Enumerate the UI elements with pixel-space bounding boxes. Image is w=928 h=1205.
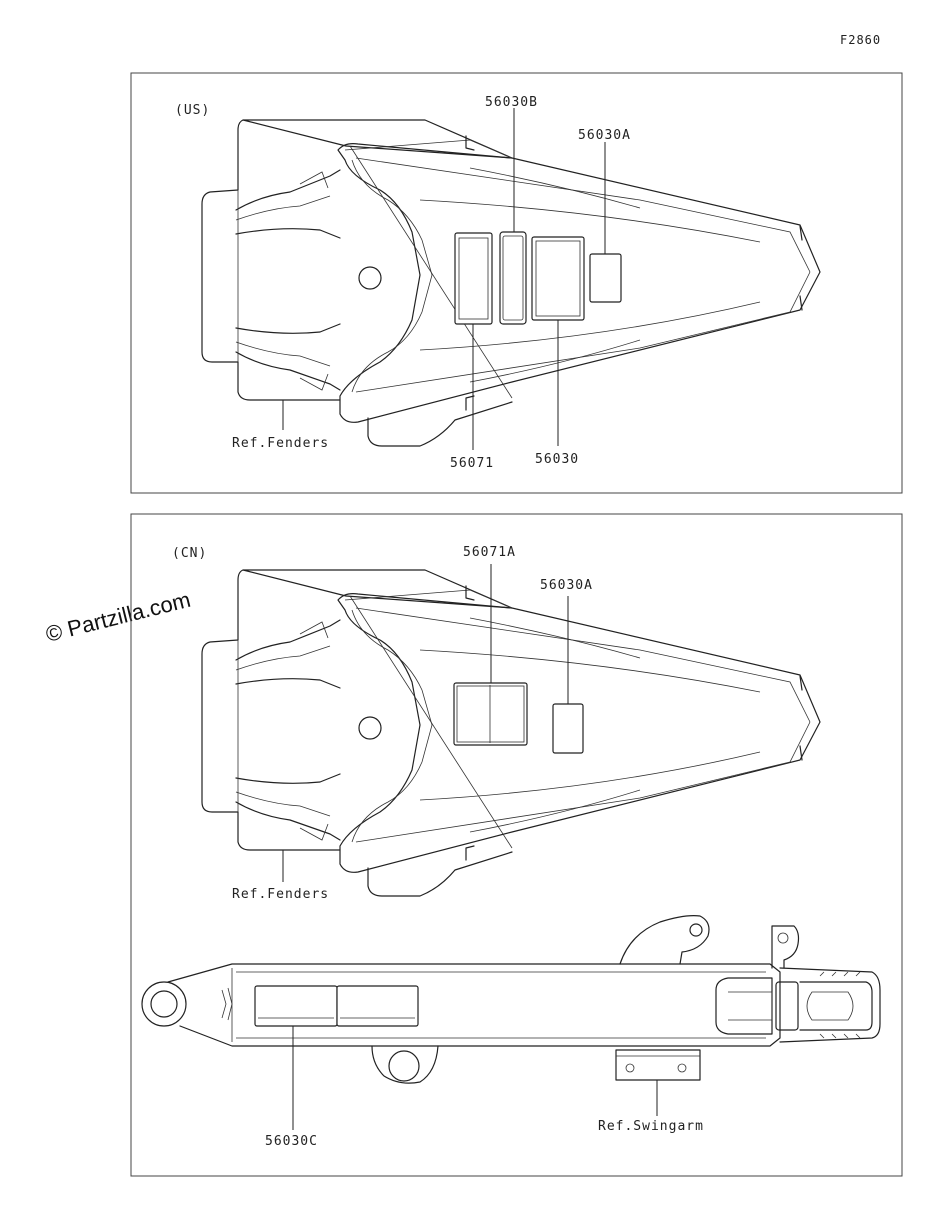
label-ref-fenders-cn: Ref.Fenders [232,887,329,902]
decal-56071-inner [458,237,489,320]
label-56030a-us: 56030A [578,128,631,143]
watermark: © Partzilla.com [43,587,193,647]
panel-cn: (CN) 56071A 56030A Ref.Fenders [130,513,903,1177]
label-56030a-cn: 56030A [540,578,593,593]
decal-56030a-us [589,253,622,303]
label-56030b: 56030B [485,95,538,110]
decal-56030c-right [336,985,419,1027]
panel-cn-frame [130,513,903,1177]
label-56071a: 56071A [463,545,516,560]
label-56030c: 56030C [265,1134,318,1149]
decal-56071 [454,232,493,325]
panel-us-region: (US) [175,103,210,118]
label-ref-swingarm: Ref.Swingarm [598,1119,704,1134]
decal-56071a [453,682,528,746]
swingarm [141,915,881,1084]
decal-56030b [499,231,527,325]
decal-56030-inner [535,240,581,317]
figure-code: F2860 [840,33,881,47]
panel-us-frame [130,72,903,494]
decal-56030b-inner [502,235,524,321]
label-ref-fenders-us: Ref.Fenders [232,436,329,451]
swingarm-pivot [141,981,187,1027]
decal-56030a-cn [552,703,584,754]
decal-56030c-left [254,985,338,1027]
label-56030: 56030 [535,452,579,467]
decal-56071a-inner [456,685,525,743]
decal-56030 [531,236,585,321]
panel-cn-region: (CN) [172,546,207,561]
label-56071: 56071 [450,456,494,471]
swingarm-plate [615,1049,701,1081]
panel-us: (US) 56030B 56030A 56071 56030 Ref.Fende… [130,72,903,494]
